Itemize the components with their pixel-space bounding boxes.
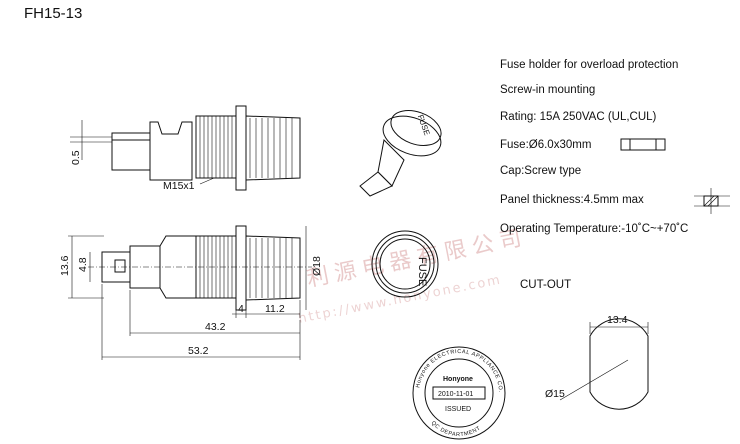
dim-4: 4 xyxy=(238,303,244,315)
thread-lines xyxy=(199,116,233,178)
cutout-drawing: 13.4 Ø15 xyxy=(545,314,649,410)
cutout-diameter: Ø15 xyxy=(545,388,565,400)
spec-line-7: Operating Temperature:-10˚C~+70˚C xyxy=(500,223,688,235)
cap-front-label: FUSE xyxy=(416,257,428,286)
isometric-view: FUSE xyxy=(359,110,442,197)
dim-0-5: 0.5 xyxy=(70,150,82,165)
knurl-lines xyxy=(249,118,293,178)
cutout-title: CUT-OUT xyxy=(520,279,571,291)
cutout-width: 13.4 xyxy=(607,314,628,326)
spec-line-1: Fuse holder for overload protection xyxy=(500,59,678,71)
spec-line-5: Cap:Screw type xyxy=(500,165,581,177)
dim-m15x1: M15x1 xyxy=(163,180,195,192)
spec-list: Fuse holder for overload protection Scre… xyxy=(500,59,688,235)
dim-13-6: 13.6 xyxy=(59,255,71,276)
model-title: FH15-13 xyxy=(24,5,82,22)
dim-53-2: 53.2 xyxy=(188,345,209,357)
stamp-status: ISSUED xyxy=(445,406,471,413)
spec-line-3: Rating: 15A 250VAC (UL,CUL) xyxy=(500,111,657,123)
fuse-icon xyxy=(620,138,666,151)
spec-line-2: Screw-in mounting xyxy=(500,84,595,96)
qc-stamp: Honyone ELECTRICAL APPLIANCE CO.,LTD QC … xyxy=(0,0,506,440)
side-view-drawing: 0.5 M15x1 xyxy=(70,105,301,192)
dim-43-2: 43.2 xyxy=(205,321,226,333)
panel-thickness-icon xyxy=(694,188,730,214)
cap-front-view: FUSE xyxy=(371,230,439,298)
stamp-brand: Honyone xyxy=(443,376,473,383)
spec-line-4: Fuse:Ø6.0x30mm xyxy=(500,139,591,151)
stamp-ring-top: Honyone ELECTRICAL APPLIANCE CO.,LTD xyxy=(0,0,502,393)
dim-4-8: 4.8 xyxy=(77,257,89,272)
dim-11-2: 11.2 xyxy=(265,303,285,315)
stamp-date: 2010-11-01 xyxy=(438,391,473,398)
dimensioned-view-drawing: 13.6 4.8 Ø18 4 11.2 43.2 53.2 xyxy=(59,225,323,360)
spec-line-6: Panel thickness:4.5mm max xyxy=(500,194,644,206)
dim-d18: Ø18 xyxy=(311,256,323,276)
